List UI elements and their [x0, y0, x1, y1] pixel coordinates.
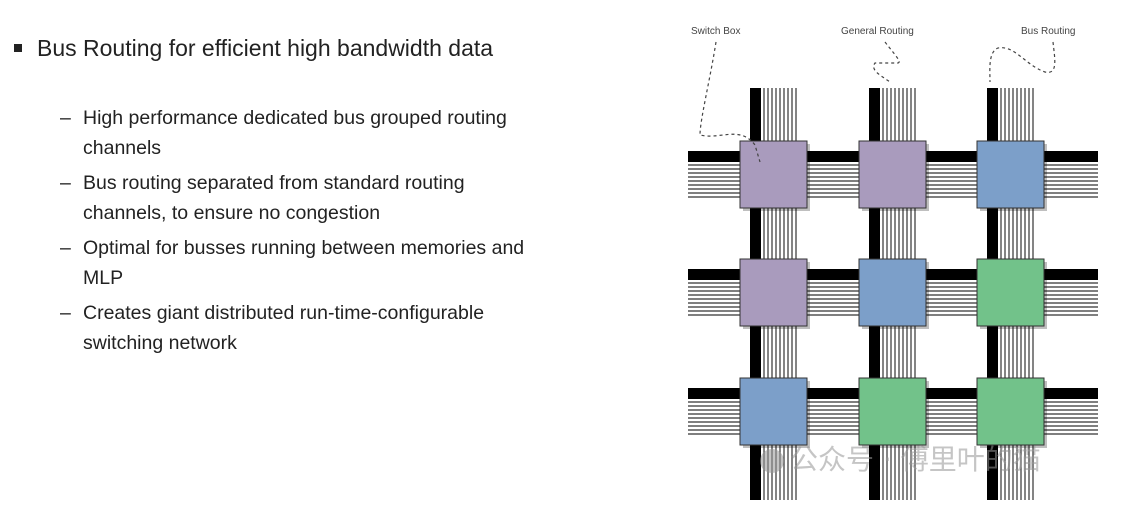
sub-bullet: –Optimal for busses running between memo…	[60, 234, 530, 293]
sub-bullet-text: Bus routing separated from standard rout…	[83, 172, 465, 224]
switch-box	[739, 140, 808, 209]
switch-boxes	[739, 140, 1047, 448]
dash-icon: –	[60, 302, 71, 324]
dash-icon: –	[60, 237, 71, 259]
sub-bullet-text: Optimal for busses running between memor…	[83, 237, 525, 289]
label-bus-routing: Bus Routing	[1021, 26, 1075, 37]
main-bullet: Bus Routing for efficient high bandwidth…	[14, 33, 514, 64]
watermark: 公众号 · 傅里叶的猫	[760, 438, 1041, 478]
bullet-square-icon	[14, 44, 22, 52]
switch-box	[858, 258, 927, 327]
switch-box	[739, 258, 808, 327]
sub-bullet: –Bus routing separated from standard rou…	[60, 169, 530, 228]
switch-box	[976, 258, 1045, 327]
sub-bullet-list: –High performance dedicated bus grouped …	[60, 104, 530, 364]
wechat-icon	[760, 449, 784, 473]
main-bullet-text: Bus Routing for efficient high bandwidth…	[37, 35, 494, 61]
label-switch-box: Switch Box	[691, 26, 740, 37]
arrow-switch-box-icon	[699, 41, 761, 163]
routing-diagram: Switch Box General Routing Bus Routing	[688, 26, 1098, 500]
sub-bullet-text: High performance dedicated bus grouped r…	[83, 107, 507, 159]
arrow-bus-routing-icon	[989, 41, 1056, 83]
switch-box	[858, 140, 927, 209]
dash-icon: –	[60, 172, 71, 194]
switch-box	[739, 377, 808, 446]
sub-bullet: –Creates giant distributed run-time-conf…	[60, 299, 530, 358]
switch-box	[976, 377, 1045, 446]
sub-bullet: –High performance dedicated bus grouped …	[60, 104, 530, 163]
sub-bullet-text: Creates giant distributed run-time-confi…	[83, 302, 485, 354]
arrow-general-routing-icon	[873, 41, 900, 83]
dash-icon: –	[60, 107, 71, 129]
watermark-text: 公众号 · 傅里叶的猫	[790, 443, 1041, 476]
switch-box	[976, 140, 1045, 209]
label-general-routing: General Routing	[841, 26, 914, 37]
switch-box	[858, 377, 927, 446]
